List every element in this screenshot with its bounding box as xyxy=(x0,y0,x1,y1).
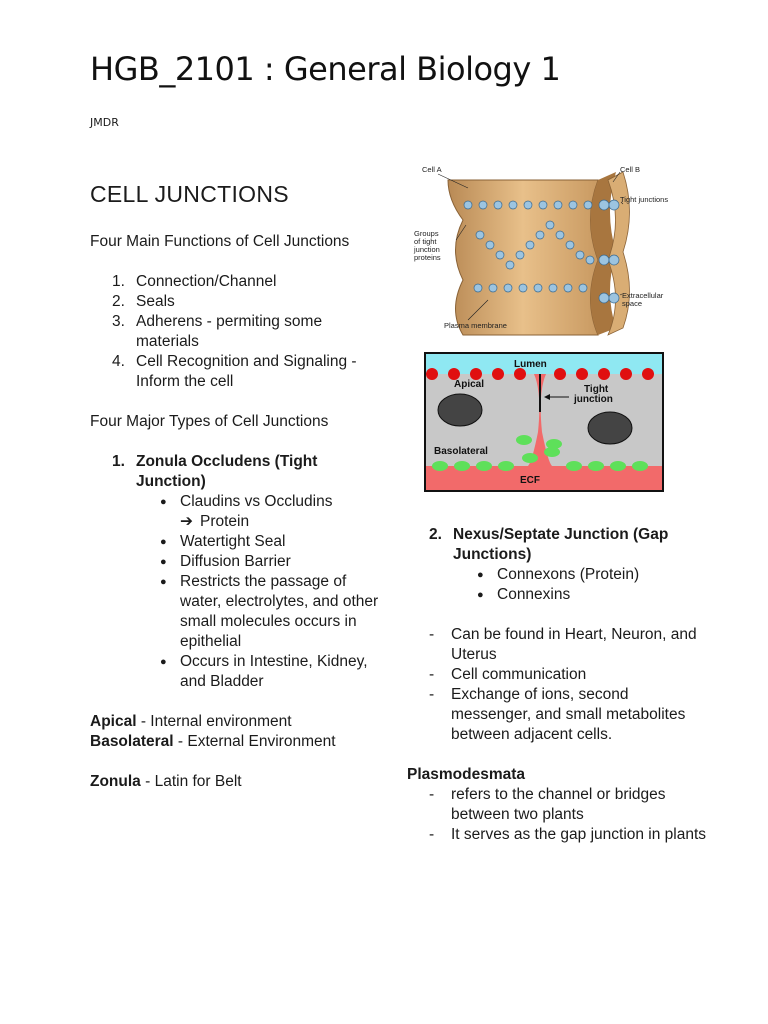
list-item: ●Occurs in Intestine, Kidney, and Bladde… xyxy=(160,653,368,690)
apical-protein-dot xyxy=(514,368,526,380)
nexus-heading: 2.Nexus/Septate Junction (Gap Junctions) xyxy=(429,526,669,563)
zonula-definition: Zonula - Latin for Belt xyxy=(90,773,242,790)
types-heading: Four Major Types of Cell Junctions xyxy=(90,413,329,430)
basolateral-protein-dot xyxy=(544,447,560,457)
apical-proteins xyxy=(426,368,654,380)
list-item: ●Connexons (Protein) xyxy=(477,566,640,583)
basolateral-proteins xyxy=(432,435,648,471)
cell-a-edge xyxy=(590,172,616,335)
groups-label-1: Groups xyxy=(414,229,439,238)
basolateral-protein-dot xyxy=(476,461,492,471)
basolateral-protein-dot xyxy=(566,461,582,471)
list-item: -Cell communication xyxy=(429,666,587,683)
list-item: 4.Cell Recognition and Signaling - Infor… xyxy=(112,353,357,390)
intercellular-space xyxy=(528,374,552,466)
groups-label-2: of tight xyxy=(414,237,437,246)
zonula-heading: 1.Zonula Occludens (Tight Junction) xyxy=(112,453,318,490)
apical-protein-dot xyxy=(576,368,588,380)
section-heading: CELL JUNCTIONS xyxy=(90,181,289,207)
list-item: -Exchange of ions, second messenger, and… xyxy=(429,686,686,743)
junction-proteins xyxy=(463,199,620,304)
tight-label-2: junction xyxy=(573,394,613,405)
lumen-label: Lumen xyxy=(514,359,547,370)
basolateral-protein-dot xyxy=(546,439,562,449)
tight-junctions-label: Tight junctions xyxy=(620,195,668,204)
list-item: ●Diffusion Barrier xyxy=(160,553,291,570)
groups-label-4: proteins xyxy=(414,253,441,262)
functions-heading: Four Main Functions of Cell Junctions xyxy=(90,233,350,250)
apical-protein-dot xyxy=(598,368,610,380)
basolateral-label: Basolateral xyxy=(434,446,488,457)
basolateral-protein-dot xyxy=(632,461,648,471)
cell-b-membrane xyxy=(607,171,630,336)
label-leaders xyxy=(437,171,624,321)
plasmodesmata-heading: Plasmodesmata xyxy=(407,766,526,783)
list-item: 1.Connection/Channel xyxy=(112,273,277,290)
author-initials: JMDR xyxy=(90,116,119,129)
basolateral-protein-dot xyxy=(610,461,626,471)
basolateral-definition: Basolateral - External Environment xyxy=(90,733,336,750)
apical-protein-dot xyxy=(492,368,504,380)
basolateral-protein-dot xyxy=(454,461,470,471)
basolateral-protein-dot xyxy=(522,453,538,463)
list-item: -It serves as the gap junction in plants xyxy=(429,826,707,843)
nexus-bullets: ●Connexons (Protein) ●Connexins xyxy=(453,565,707,605)
ecf-label: ECF xyxy=(520,475,540,486)
plasmodesmata-dashes: -refers to the channel or bridges betwee… xyxy=(407,785,707,845)
page-title: HGB_2101 : General Biology 1 xyxy=(90,50,561,88)
apical-protein-dot xyxy=(620,368,632,380)
cell-a-label: Cell A xyxy=(422,165,442,174)
epithelium-diagram: Lumen Apical Tight junction Basolateral … xyxy=(424,352,664,492)
tight-junction-illustration: Cell A Cell B Tight junctions Groups of … xyxy=(413,165,668,336)
arrow-icon: ➔ xyxy=(180,513,193,530)
list-item: ●Restricts the passage of water, electro… xyxy=(160,573,379,650)
list-item: -Can be found in Heart, Neuron, and Uter… xyxy=(429,626,697,663)
list-item: -refers to the channel or bridges betwee… xyxy=(429,786,666,823)
functions-list: 1.Connection/Channel 2.Seals 3.Adherens … xyxy=(90,272,380,392)
apical-protein-dot xyxy=(554,368,566,380)
groups-label-3: junction xyxy=(413,245,440,254)
nucleus-left xyxy=(437,393,483,427)
list-item: 3.Adherens - permiting some materials xyxy=(112,313,323,350)
list-item: ➔Protein xyxy=(180,513,250,530)
zonula-bullets: ●Claudins vs Occludins ➔Protein ●Waterti… xyxy=(136,492,380,692)
plasma-membrane-label: Plasma membrane xyxy=(444,321,507,330)
nexus-dashes: -Can be found in Heart, Neuron, and Uter… xyxy=(407,625,707,745)
basolateral-protein-dot xyxy=(498,461,514,471)
apical-label: Apical xyxy=(454,379,484,390)
apical-protein-dot xyxy=(642,368,654,380)
apical-definition: Apical - Internal environment xyxy=(90,713,292,730)
apical-protein-dot xyxy=(448,368,460,380)
nucleus-right xyxy=(587,411,633,445)
left-column: Four Main Functions of Cell Junctions 1.… xyxy=(90,232,380,792)
list-item: ●Watertight Seal xyxy=(160,533,286,550)
basolateral-protein-dot xyxy=(588,461,604,471)
list-item: ●Claudins vs Occludins xyxy=(160,493,333,510)
list-item: ●Connexins xyxy=(477,586,571,603)
right-column: 2.Nexus/Septate Junction (Gap Junctions)… xyxy=(407,525,707,845)
list-item: 2.Seals xyxy=(112,293,175,310)
cell-b-label: Cell B xyxy=(620,165,640,174)
apical-protein-dot xyxy=(470,368,482,380)
tight-label-1: Tight xyxy=(584,384,609,395)
apical-protein-dot xyxy=(426,368,438,380)
basolateral-protein-dot xyxy=(516,435,532,445)
extracellular-label-1: Extracellular xyxy=(622,291,664,300)
extracellular-label-2: space xyxy=(622,299,642,308)
basolateral-protein-dot xyxy=(432,461,448,471)
